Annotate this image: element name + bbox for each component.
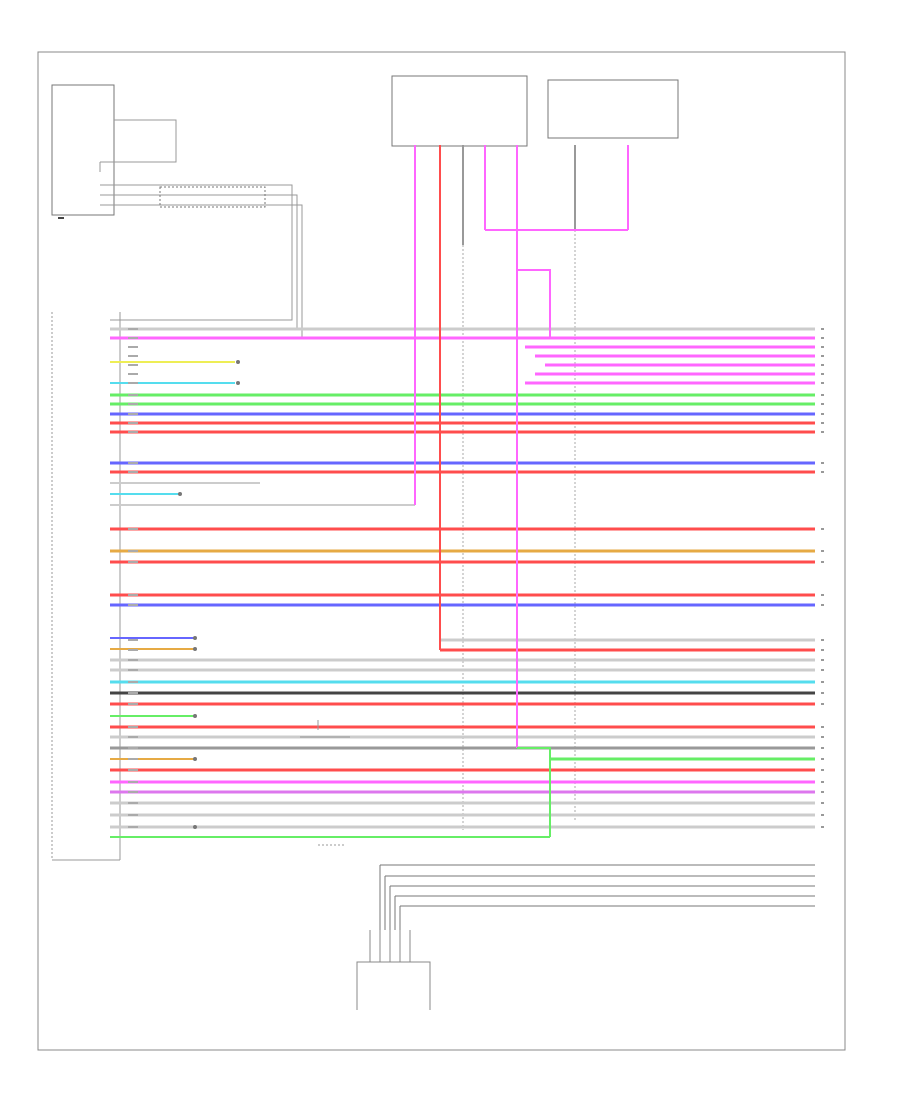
wire-end-mark [821, 781, 824, 783]
wire-pin-mark [128, 814, 138, 816]
main-unit [51, 312, 121, 861]
wire-pin-mark [128, 826, 138, 828]
wire-pin-mark [128, 431, 138, 433]
wire-pin-mark [128, 791, 138, 793]
wire-end-mark [821, 373, 824, 375]
wire-end-mark [821, 649, 824, 651]
wire-end-mark [821, 471, 824, 473]
wire-end-mark [821, 826, 824, 828]
wire-end-mark [821, 594, 824, 596]
wire-pin-mark [128, 703, 138, 705]
wire-end-mark [821, 355, 824, 357]
wire-pin-mark [128, 403, 138, 405]
wire-pin-mark [128, 802, 138, 804]
wire-end-mark [821, 814, 824, 816]
wire-end-mark [821, 681, 824, 683]
wire-end-mark [821, 692, 824, 694]
wire-pin-mark [128, 346, 138, 348]
wire-end-mark [821, 604, 824, 606]
top-box-a [391, 75, 528, 147]
wire-end-mark [821, 747, 824, 749]
wire-pin-mark [128, 337, 138, 339]
diagram-frame [37, 51, 846, 1051]
bottom-connector [356, 930, 431, 1010]
component-symbols [178, 360, 240, 829]
wire-pin-mark [128, 692, 138, 694]
wire-end-mark [821, 382, 824, 384]
switch-symbol [300, 720, 350, 846]
wire-bundle [110, 327, 815, 829]
wire-pin-mark [128, 594, 138, 596]
wire-pin-mark [128, 747, 138, 749]
dashed-links [462, 230, 576, 830]
wire-pin-mark [128, 394, 138, 396]
wire-end-mark [821, 337, 824, 339]
wire-pin-mark [128, 413, 138, 415]
wire-end-mark [821, 364, 824, 366]
wire-end-mark [821, 550, 824, 552]
wire-end-mark [821, 413, 824, 415]
top-box-a-frame [391, 75, 528, 147]
wire-end-mark [821, 462, 824, 464]
wire-end-mark [821, 769, 824, 771]
top-box-b [547, 79, 679, 139]
wire-trim-marks [128, 328, 824, 828]
link-wire [517, 269, 551, 338]
wire-end-mark [821, 422, 824, 424]
wire-end-mark [821, 528, 824, 530]
wire-pin-mark [128, 659, 138, 661]
wire-end-mark [821, 726, 824, 728]
wire-pin-mark [128, 726, 138, 728]
wire-pin-mark [128, 462, 138, 464]
wire-pin-mark [128, 355, 138, 357]
wire-end-mark [821, 561, 824, 563]
short-wire-bundle [110, 361, 550, 838]
top-left-unit [51, 84, 115, 219]
wire-end-mark [821, 659, 824, 661]
wire-pin-mark [128, 373, 138, 375]
wire-end-mark [821, 639, 824, 641]
wire-pin-mark [128, 639, 138, 641]
bottom-harness [379, 864, 815, 930]
wire-pin-mark [128, 781, 138, 783]
wire-pin-mark [128, 681, 138, 683]
wire-end-mark [821, 669, 824, 671]
top-left-unit-box [51, 84, 115, 216]
wire-end-mark [821, 802, 824, 804]
wire-pin-mark [128, 550, 138, 552]
wire-end-mark [821, 791, 824, 793]
wire-pin-mark [128, 528, 138, 530]
wire-pin-mark [128, 561, 138, 563]
wire-pin-mark [128, 382, 138, 384]
wire-end-mark [821, 703, 824, 705]
wire-pin-mark [128, 758, 138, 760]
top-box-b-frame [547, 79, 679, 139]
wire-pin-mark [128, 736, 138, 738]
wire-end-mark [821, 394, 824, 396]
wire-pin-mark [128, 604, 138, 606]
wire-pin-mark [128, 364, 138, 366]
wire-pin-mark [128, 328, 138, 330]
wire-end-mark [821, 758, 824, 760]
wire-pin-mark [128, 649, 138, 651]
wire-end-mark [821, 736, 824, 738]
wire-end-mark [821, 403, 824, 405]
wire-end-mark [821, 346, 824, 348]
wire-pin-mark [128, 669, 138, 671]
top-left-connector [159, 186, 266, 208]
link-wire [517, 747, 551, 759]
wire-pin-mark [128, 422, 138, 424]
vertical-wire-bundle [414, 145, 629, 837]
top-left-wires [99, 119, 303, 339]
wire-pin-mark [128, 769, 138, 771]
wire-end-mark [821, 431, 824, 433]
wire-end-mark [821, 328, 824, 330]
wire-pin-mark [128, 471, 138, 473]
